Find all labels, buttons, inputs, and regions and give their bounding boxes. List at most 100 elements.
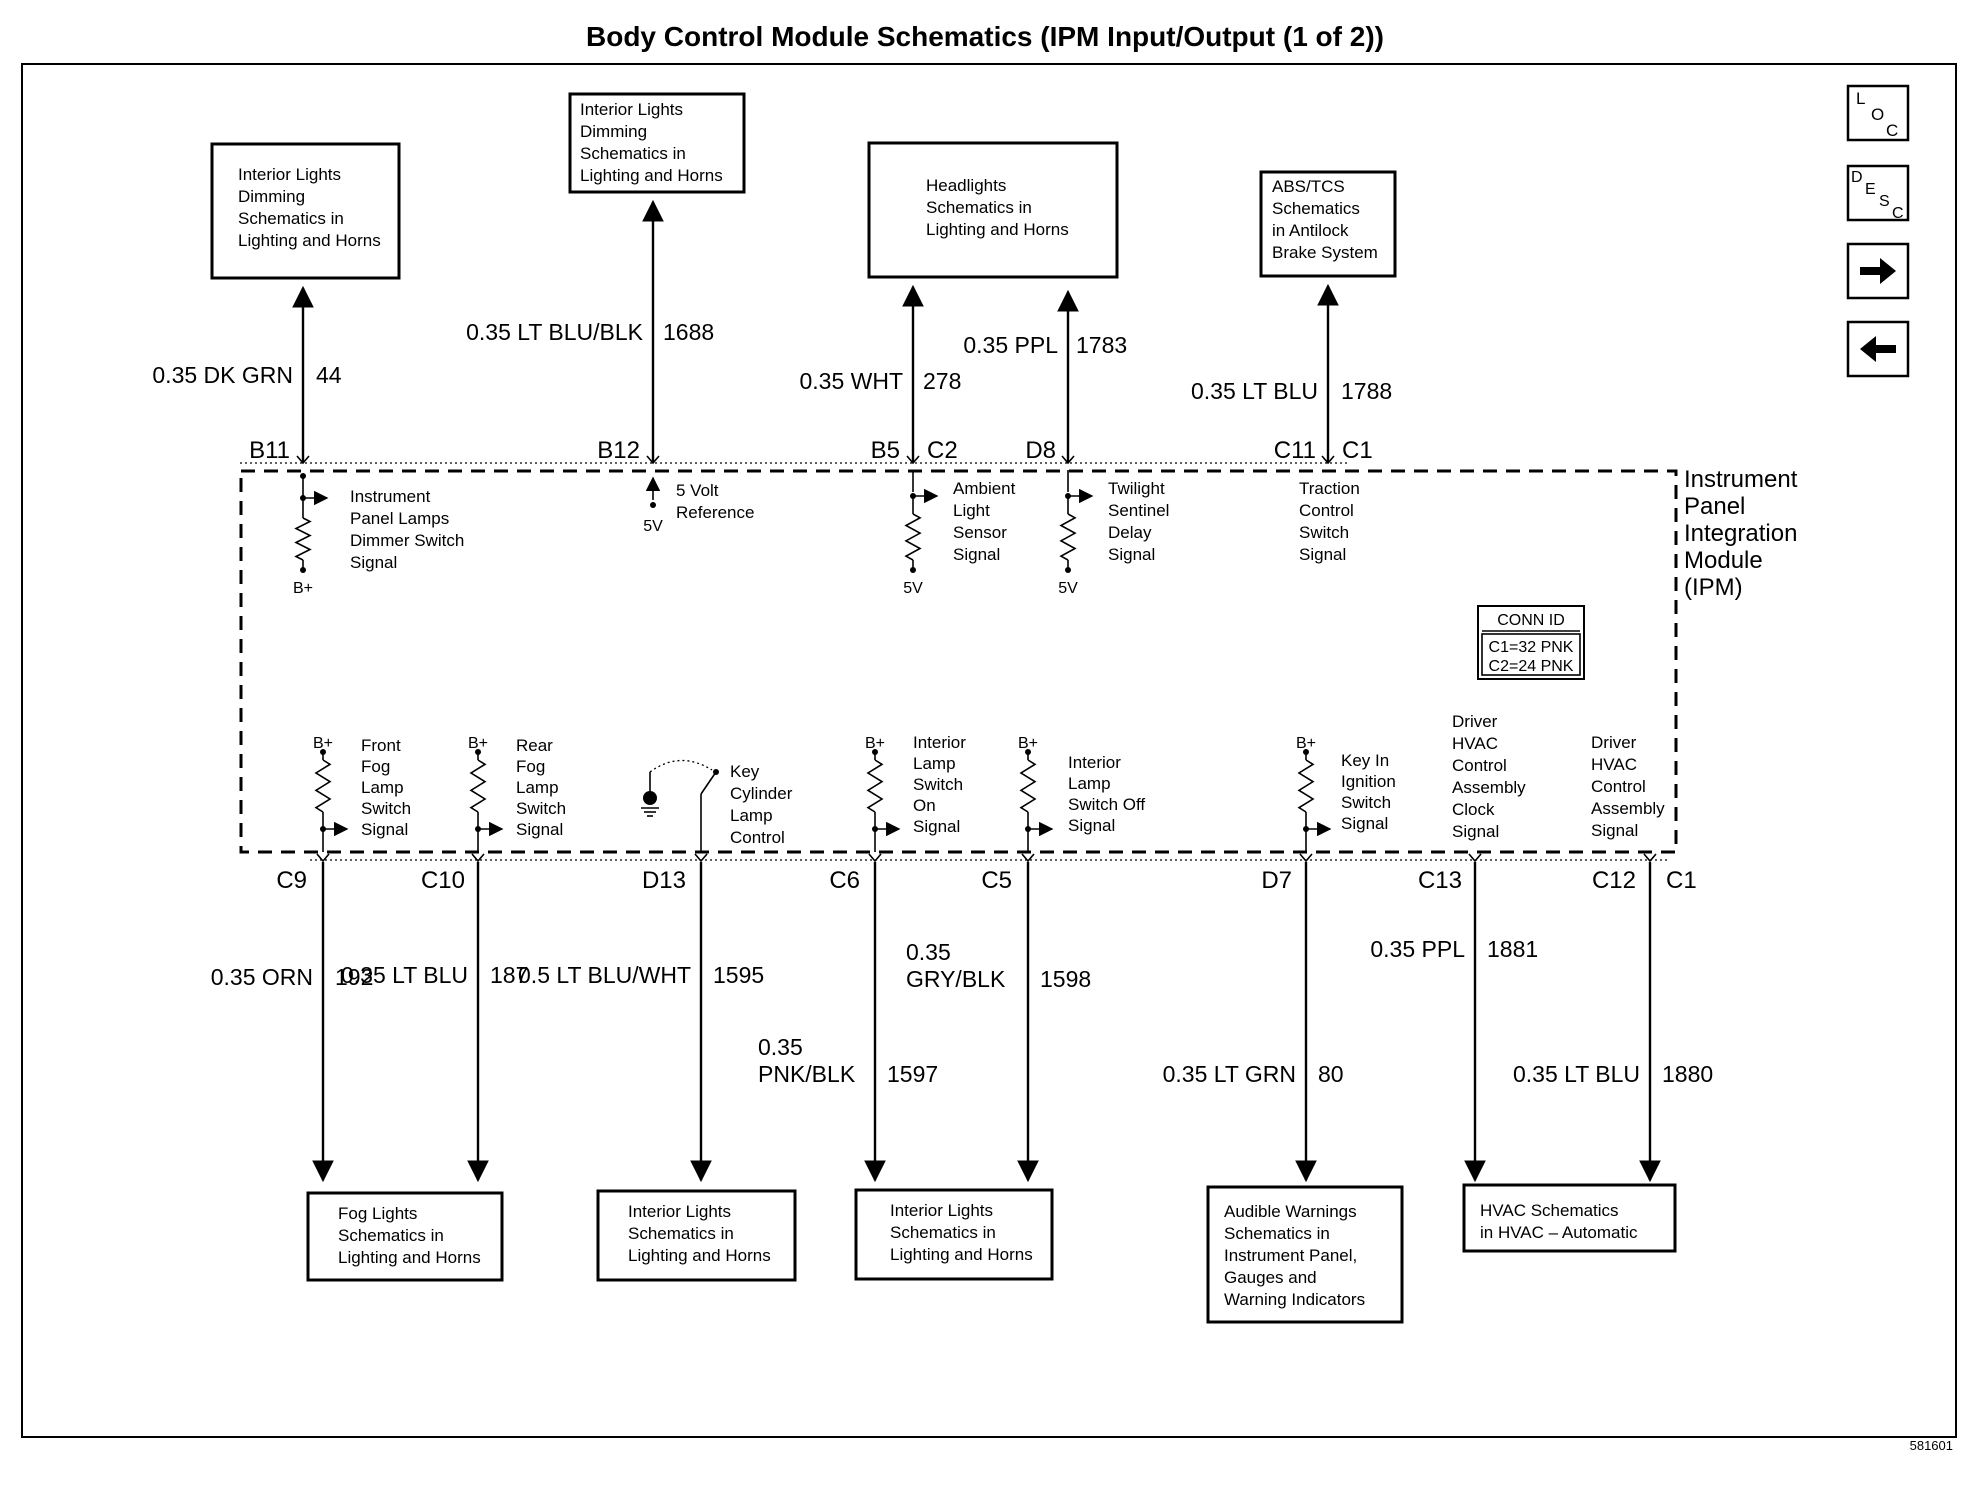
svg-text:O: O <box>1871 105 1884 124</box>
signal-label-c13-line: HVAC <box>1452 734 1498 753</box>
signal-label-c6-line: On <box>913 796 936 815</box>
pin-label: D8 <box>1025 437 1056 464</box>
circuit-number-label: 192 <box>335 964 373 990</box>
signal-label-c12-line: HVAC <box>1591 755 1637 774</box>
svg-text:Instrument: Instrument <box>1684 466 1798 493</box>
signal-label-c11-line: Signal <box>1299 545 1346 564</box>
loc-button[interactable]: L O C <box>1846 84 1910 142</box>
signal-label-c5-line: Interior <box>1068 753 1121 772</box>
signal-label-c9-line: Front <box>361 736 401 755</box>
next-page-button[interactable] <box>1846 242 1910 300</box>
desc-button[interactable]: D E S C <box>1846 164 1910 222</box>
signal-label-c10-line: Rear <box>516 736 553 755</box>
wire-color-label: 0.35 LT BLU <box>1191 378 1318 404</box>
dest-box-line: Fog Lights <box>338 1204 417 1223</box>
dest-box-line: Schematics <box>1272 199 1360 218</box>
supply-label: 5V <box>1058 580 1078 597</box>
signal-label-d13-line: Key <box>730 762 760 781</box>
signal-label-c6-line: Switch <box>913 775 963 794</box>
signal-label-c12-line: Assembly <box>1591 799 1665 818</box>
svg-text:Panel: Panel <box>1684 493 1745 520</box>
svg-text:L: L <box>1856 89 1865 108</box>
dest-box-line: Interior Lights <box>580 100 683 119</box>
dest-box-line: in HVAC – Automatic <box>1480 1223 1638 1242</box>
wire-color-label: 0.35 PPL <box>963 332 1058 358</box>
circuit-number-label: 278 <box>923 368 961 394</box>
dest-box-line: Schematics in <box>1224 1224 1330 1243</box>
wire-color-label: 0.35 LT BLU/BLK <box>466 319 644 345</box>
connector-label: C1 <box>1666 867 1697 894</box>
signal-label-c13-line: Control <box>1452 756 1507 775</box>
signal-label-c5-line: Signal <box>1068 816 1115 835</box>
signal-label-d13-line: Cylinder <box>730 784 793 803</box>
supply-label: B+ <box>313 735 333 752</box>
wire-color-label: 0.35 DK GRN <box>152 362 293 388</box>
signal-label-c10-line: Lamp <box>516 778 559 797</box>
signal-label-c13-line: Signal <box>1452 822 1499 841</box>
circuit-number-label: 80 <box>1318 1061 1344 1087</box>
pin-label: B11 <box>249 437 290 464</box>
dest-box-line: Headlights <box>926 176 1006 195</box>
signal-label-c12-line: Control <box>1591 777 1646 796</box>
dest-box-line: Lighting and Horns <box>580 166 723 185</box>
signal-label-c9-line: Fog <box>361 757 390 776</box>
wire-color-label: 0.35 ORN <box>211 964 313 990</box>
wire-color-label: 0.35 LT BLU <box>1513 1061 1640 1087</box>
dest-box-line: Interior Lights <box>238 165 341 184</box>
signal-label-d8-line: Twilight <box>1108 479 1165 498</box>
signal-label-c5-line: Lamp <box>1068 774 1111 793</box>
pin-label: C12 <box>1592 867 1636 894</box>
signal-label-c9-line: Signal <box>361 820 408 839</box>
page-title: Body Control Module Schematics (IPM Inpu… <box>586 21 1384 52</box>
dest-box-line: Schematics in <box>580 144 686 163</box>
signal-label-b5-line: Ambient <box>953 479 1016 498</box>
dest-box-line: Instrument Panel, <box>1224 1246 1357 1265</box>
signal-label-b12-line: Reference <box>676 503 754 522</box>
pin-label: D13 <box>642 867 686 894</box>
wire-color-label: 0.35 LT GRN <box>1163 1061 1296 1087</box>
dest-box-line: Dimming <box>580 122 647 141</box>
dest-box-line: Gauges and <box>1224 1268 1317 1287</box>
svg-text:E: E <box>1865 181 1876 198</box>
circuit-number-label: 1881 <box>1487 936 1538 962</box>
dest-box-line: Schematics in <box>926 198 1032 217</box>
supply-label: B+ <box>468 735 488 752</box>
signal-label-c9-line: Lamp <box>361 778 404 797</box>
signal-label-c9-line: Switch <box>361 799 411 818</box>
signal-label-c12-line: Signal <box>1591 821 1638 840</box>
prev-page-button[interactable] <box>1846 320 1910 378</box>
signal-label-c13-line: Assembly <box>1452 778 1526 797</box>
signal-label-b11-line: Dimmer Switch <box>350 531 464 550</box>
pin-label: C9 <box>276 867 307 894</box>
